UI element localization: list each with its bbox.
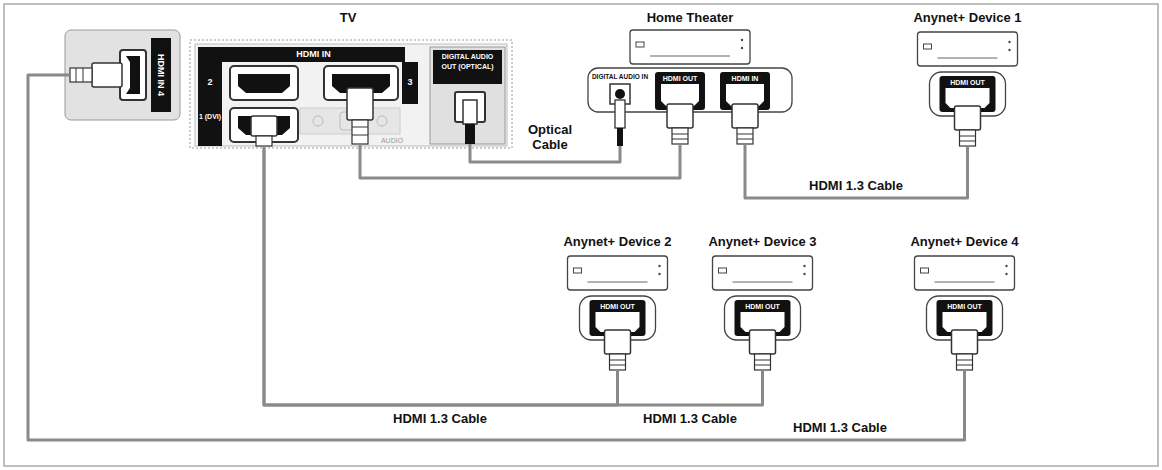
port-label: HDMI IN 4 xyxy=(153,40,169,110)
cable xyxy=(264,150,763,405)
device-heading: Anynet+ Device 1 xyxy=(898,10,1037,26)
tv-panel: TV xyxy=(58,10,515,150)
anynet-device: Anynet+ Device 3 HDMI OUT xyxy=(695,232,830,375)
port-label: DIGITAL AUDIO IN xyxy=(588,72,652,81)
port-number: 1 (DVI) xyxy=(198,112,222,121)
device-heading: Anynet+ Device 3 xyxy=(693,234,832,250)
port-label: HDMI OUT xyxy=(590,302,646,311)
cable-label: HDMI 1.3 Cable xyxy=(791,420,889,435)
port-label: AUDIO xyxy=(372,136,412,145)
anynet-device: Anynet+ Device 2 HDMI OUT xyxy=(550,232,685,375)
port-label: HDMI OUT xyxy=(735,302,791,311)
cable xyxy=(360,150,680,178)
device-heading: Anynet+ Device 4 xyxy=(895,234,1034,250)
port-label: HDMI OUT xyxy=(937,302,993,311)
home-theater: Home TheaterDIGITAL AUDIO INHDMI OUT HDMI… xyxy=(585,8,795,150)
device-heading: TV xyxy=(306,10,390,26)
port-label: HDMI OUT xyxy=(655,74,705,83)
device-heading: Home Theater xyxy=(583,10,797,26)
cable-label: Optical Cable xyxy=(520,122,580,152)
anynet-device: Anynet+ Device 1 HDMI OUT xyxy=(900,8,1035,150)
device-illustration xyxy=(58,10,515,150)
port-number: 2 xyxy=(198,77,222,88)
port-label: HDMI IN xyxy=(720,74,770,83)
cable-label: HDMI 1.3 Cable xyxy=(391,411,489,426)
port-label: HDMI OUT xyxy=(940,78,996,87)
port-label: HDMI IN xyxy=(222,48,405,61)
cable xyxy=(28,75,965,440)
port-number: 3 xyxy=(402,77,418,88)
cable xyxy=(745,150,968,198)
cable-label: HDMI 1.3 Cable xyxy=(641,411,739,426)
anynet-device: Anynet+ Device 4 HDMI OUT xyxy=(897,232,1032,375)
port-label: DIGITAL AUDIO OUT (OPTICAL) xyxy=(434,52,501,72)
cable xyxy=(264,150,618,405)
device-heading: Anynet+ Device 2 xyxy=(548,234,687,250)
cable-label: HDMI 1.3 Cable xyxy=(807,178,905,193)
